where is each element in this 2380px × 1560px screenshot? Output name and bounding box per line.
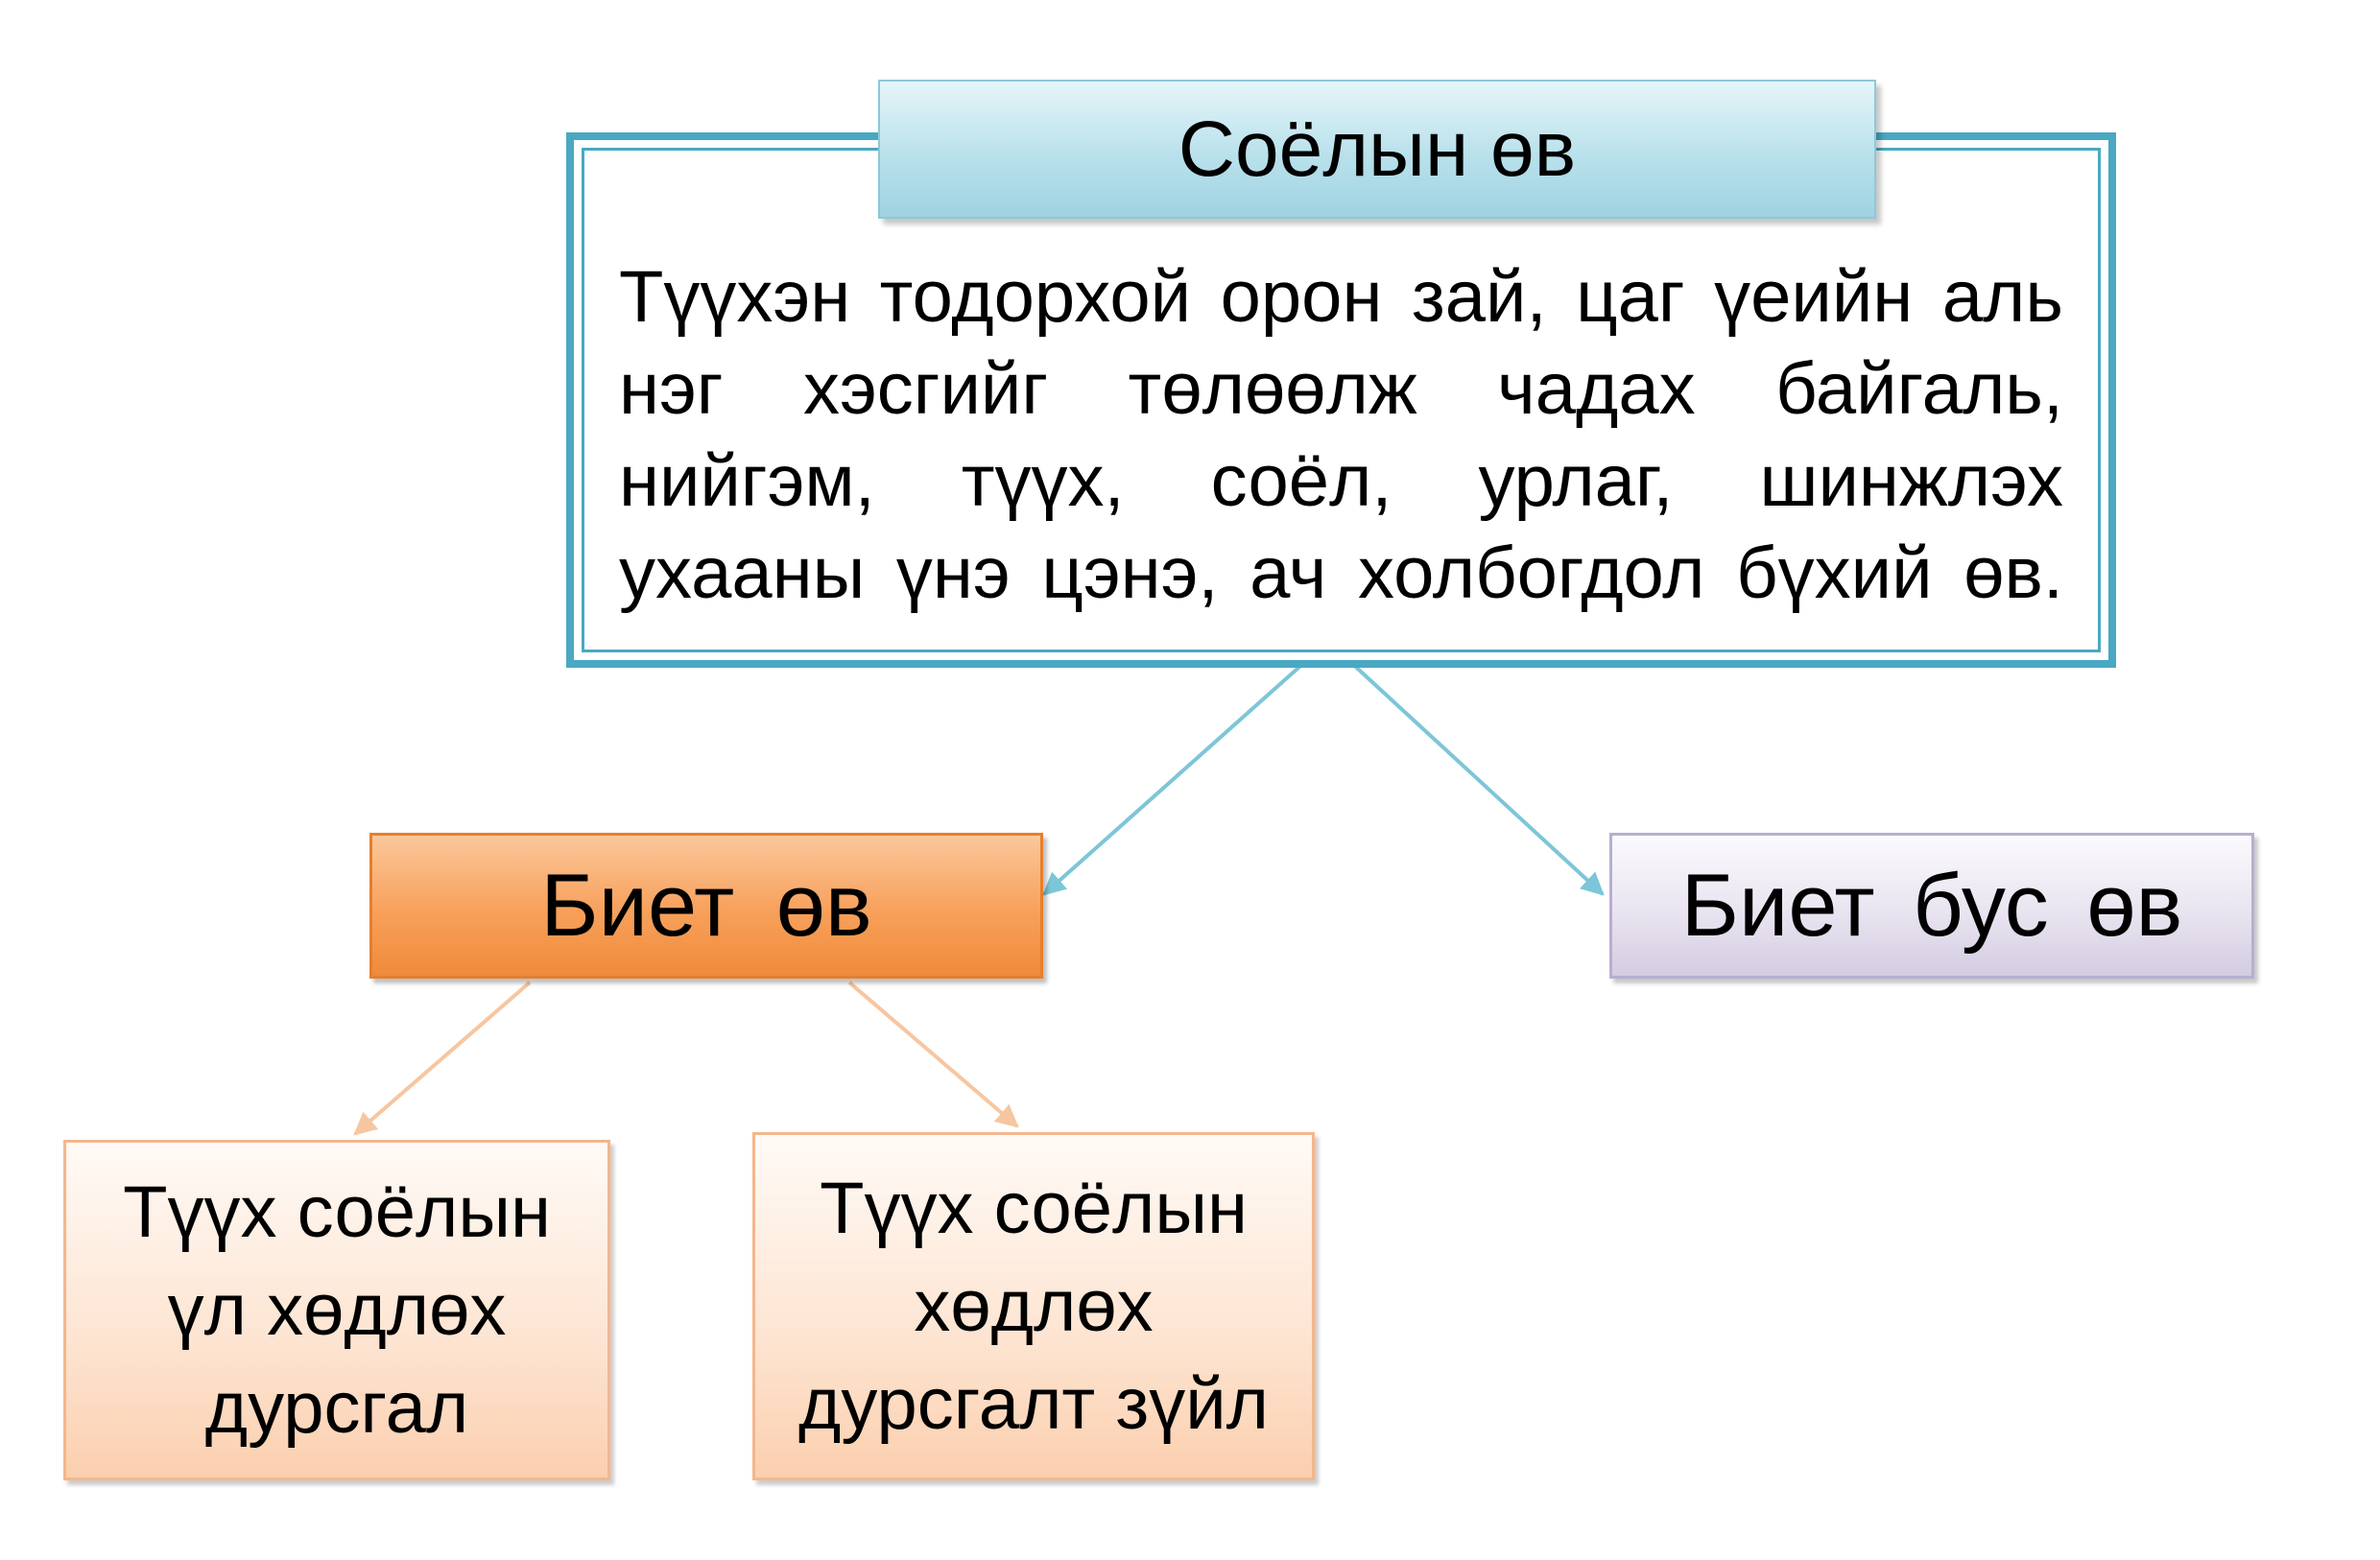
root-title-box: Соёлын өв bbox=[878, 80, 1876, 219]
intangible-heritage-box: Биет бус өв bbox=[1609, 833, 2254, 979]
arrow-root-to-intangible bbox=[1346, 658, 1605, 896]
definition-frame bbox=[566, 132, 2116, 668]
intangible-heritage-label: Биет бус өв bbox=[1680, 856, 2183, 955]
immovable-monuments-box: Түүх соёлын үл хөдлөх дурсгал bbox=[63, 1140, 610, 1480]
movable-artifacts-label: Түүх соёлын хөдлөх дурсгалт зүйл bbox=[798, 1167, 1269, 1445]
immovable-monuments-label: Түүх соёлын үл хөдлөх дурсгал bbox=[123, 1170, 551, 1449]
definition-text: Түүхэн тодорхой орон зай, цаг үеийн аль … bbox=[619, 256, 2063, 614]
arrow-tangible-to-immovable bbox=[353, 981, 532, 1136]
tangible-heritage-box: Биет өв bbox=[369, 833, 1043, 979]
tangible-heritage-label: Биет өв bbox=[540, 856, 872, 955]
movable-artifacts-box: Түүх соёлын хөдлөх дурсгалт зүйл bbox=[752, 1132, 1315, 1480]
arrow-root-to-tangible bbox=[1042, 658, 1309, 896]
arrow-tangible-to-movable bbox=[847, 981, 1019, 1128]
root-title: Соёлын өв bbox=[1178, 105, 1577, 193]
